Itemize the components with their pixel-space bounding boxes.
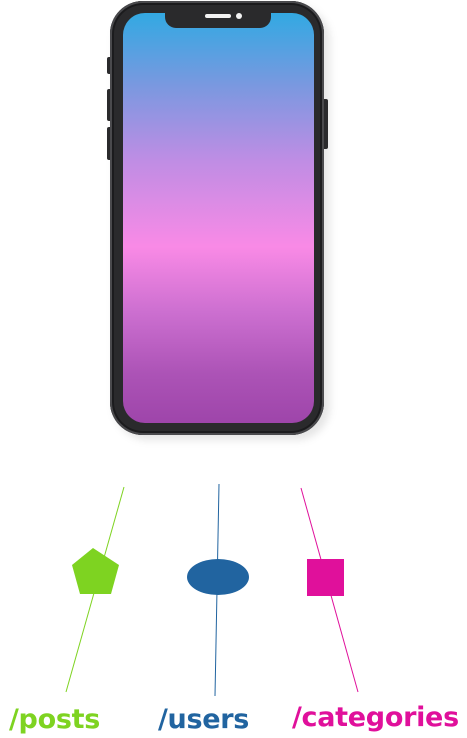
phone-speaker — [205, 14, 231, 18]
categories-endpoint-label: /categories — [292, 702, 459, 733]
phone-screen — [123, 13, 314, 423]
phone-volume-up-button — [107, 89, 112, 121]
categories-square-icon — [307, 559, 344, 596]
phone-volume-down-button — [107, 127, 112, 160]
phone-mute-switch — [107, 57, 112, 74]
phone-notch — [165, 11, 271, 28]
phone-camera-icon — [236, 13, 242, 19]
users-endpoint-label: /users — [158, 704, 250, 735]
posts-pentagon-icon — [72, 548, 119, 594]
phone-power-button — [322, 99, 328, 149]
posts-endpoint-label: /posts — [9, 704, 100, 735]
users-ellipse-icon — [187, 559, 249, 595]
